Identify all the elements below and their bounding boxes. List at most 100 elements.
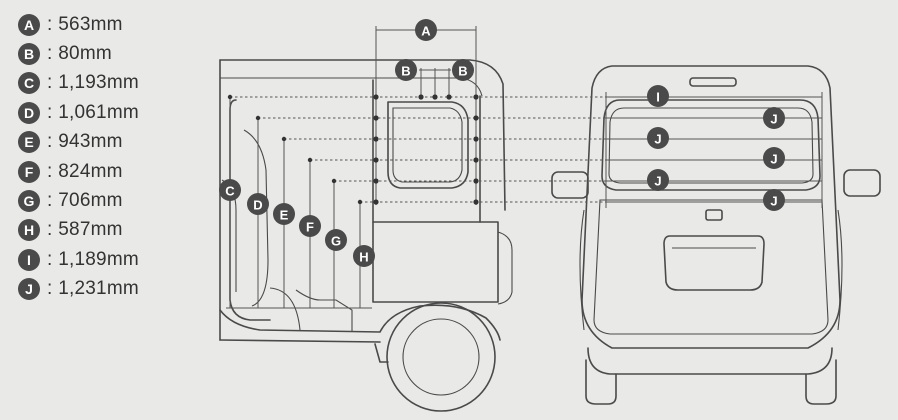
dot: [307, 157, 313, 163]
diagram-badge-i: I: [647, 85, 669, 107]
side-roof-outline: [219, 59, 506, 211]
dot: [373, 136, 379, 142]
rear-left-side-curve: [579, 209, 585, 331]
legend-row-j: J : 1,231mm: [18, 275, 208, 304]
diagram-badge-e: E: [273, 203, 295, 225]
rear-bumper: [587, 347, 833, 375]
diagram-badge-j-4-text: J: [654, 174, 661, 189]
badge-c: C: [18, 72, 40, 95]
legend-value-b: 80mm: [58, 43, 112, 65]
diagram-badge-f: F: [299, 215, 321, 237]
measurement-dots: [227, 94, 479, 205]
side-rear-wheel-rim: [402, 318, 480, 396]
diagram-badge-b-left: B: [395, 59, 417, 81]
dot: [473, 115, 479, 121]
diagram-badge-j-5: J: [763, 189, 785, 211]
rear-left-mirror: [551, 171, 589, 199]
legend-colon: :: [47, 101, 53, 123]
legend-value-d: 1,061mm: [58, 101, 139, 123]
legend-row-e: E : 943mm: [18, 128, 208, 157]
rear-right-side-curve: [837, 209, 843, 331]
rear-right-mirror: [843, 169, 881, 197]
rear-left-wheel: [585, 359, 617, 405]
side-rear-window-inner: [392, 107, 463, 183]
side-rear-bumper: [497, 231, 513, 305]
legend-colon: :: [47, 278, 53, 300]
badge-g: G: [18, 190, 40, 213]
dot: [473, 136, 479, 142]
legend-row-g: G : 706mm: [18, 186, 208, 215]
side-view-vehicle: [219, 59, 513, 412]
diagram-badge-j-4: J: [647, 169, 669, 191]
dot: [446, 94, 452, 100]
diagram-badge-c: C: [219, 179, 241, 201]
diagram-badge-j-2-text: J: [654, 132, 661, 147]
legend-value-a: 563mm: [58, 13, 123, 35]
side-roof-inner: [220, 77, 483, 97]
diagram-badge-j-5-text: J: [770, 194, 777, 209]
legend-row-d: D : 1,061mm: [18, 98, 208, 127]
diagram-badge-j-2: J: [647, 127, 669, 149]
diagram-badge-a: A: [415, 19, 437, 41]
legend-row-f: F : 824mm: [18, 157, 208, 186]
diagram-badge-c-text: C: [225, 184, 235, 199]
side-seat-cushion: [243, 129, 269, 307]
dot: [331, 178, 337, 184]
diagram-badge-j-3-text: J: [770, 152, 777, 167]
side-sill: [219, 339, 381, 343]
legend-value-i: 1,189mm: [58, 248, 139, 270]
side-cargo-box: [372, 221, 499, 303]
dot: [473, 178, 479, 184]
diagram-badge-a-text: A: [421, 24, 431, 39]
legend-colon: :: [47, 190, 53, 212]
legend-row-a: A : 563mm: [18, 10, 208, 39]
legend-value-c: 1,193mm: [58, 72, 139, 94]
dimension-legend: A : 563mm B : 80mm C : 1,193mm D : 1,061…: [18, 10, 208, 304]
rear-right-wheel: [805, 359, 837, 405]
dot: [373, 178, 379, 184]
side-front-seat-base: [295, 289, 353, 332]
badge-j: J: [18, 278, 40, 301]
dot: [373, 157, 379, 163]
side-rear-wheel-tire: [386, 302, 496, 412]
dimension-lines: [226, 26, 823, 309]
rear-license-recess: [663, 235, 765, 291]
diagram-badge-d-text: D: [253, 198, 262, 213]
legend-colon: :: [47, 43, 53, 65]
diagram-badge-h: H: [353, 245, 375, 267]
diagram-badge-j-1-text: J: [770, 112, 777, 127]
diagram-badge-b-right: B: [452, 59, 474, 81]
rear-door-handle: [705, 209, 723, 221]
diagram-badge-j-3: J: [763, 147, 785, 169]
dot: [373, 199, 379, 205]
badge-a: A: [18, 13, 40, 36]
dot: [255, 115, 261, 121]
badge-b: B: [18, 43, 40, 66]
legend-value-j: 1,231mm: [58, 278, 139, 300]
rear-spoiler-light: [689, 77, 737, 87]
diagram-badges: A B B C D E F G: [219, 19, 785, 267]
rear-body-outline: [581, 65, 841, 349]
side-mudguard: [374, 343, 389, 363]
legend-colon: :: [47, 72, 53, 94]
dot: [227, 94, 233, 100]
legend-colon: :: [47, 160, 53, 182]
diagram-badge-g: G: [325, 229, 347, 251]
legend-colon: :: [47, 131, 53, 153]
dot: [357, 199, 363, 205]
diagram-badge-g-text: G: [331, 234, 341, 249]
legend-row-i: I : 1,189mm: [18, 245, 208, 274]
dot: [473, 199, 479, 205]
diagram-badge-j-1: J: [763, 107, 785, 129]
rear-window-inner: [608, 107, 814, 184]
dot: [418, 94, 424, 100]
badge-e: E: [18, 131, 40, 154]
dot: [473, 157, 479, 163]
legend-colon: :: [47, 13, 53, 35]
badge-f: F: [18, 160, 40, 183]
legend-value-h: 587mm: [58, 219, 123, 241]
dot: [432, 94, 438, 100]
dot: [473, 94, 479, 100]
legend-colon: :: [47, 219, 53, 241]
side-lower-body: [219, 304, 501, 341]
